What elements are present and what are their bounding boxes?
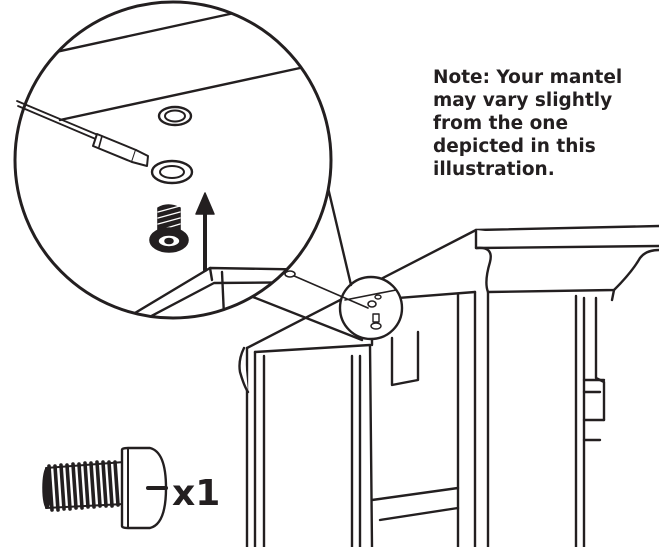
- zoom-detail-circle: [13, 0, 333, 320]
- detail-callout-spot: [284, 270, 404, 341]
- note-line: from the one: [433, 113, 569, 134]
- screw-quantity-label: x1: [172, 473, 221, 514]
- ground-wire: [16, 100, 194, 185]
- mantel-note: Note: Your mantel may vary slightly from…: [433, 66, 655, 181]
- mantel-frame: [238, 224, 659, 547]
- note-line: illustration.: [433, 159, 555, 180]
- mounting-hole: [157, 105, 193, 127]
- up-arrow-icon: [195, 192, 215, 272]
- note-line: depicted in this: [433, 136, 596, 157]
- note-line: may vary slightly: [433, 90, 613, 111]
- screw-detail: [149, 204, 189, 253]
- screw-part-icon: [42, 446, 168, 530]
- note-line: Note: Your mantel: [433, 67, 623, 88]
